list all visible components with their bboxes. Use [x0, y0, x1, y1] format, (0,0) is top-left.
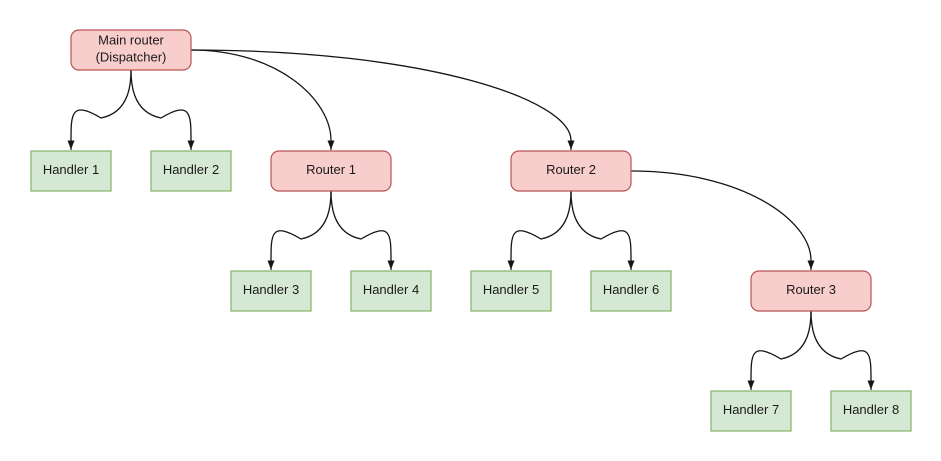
handler-3-shape[interactable]: [230, 270, 312, 312]
node-handler-8[interactable]: Handler 8: [830, 390, 912, 432]
edge-main-to-handler-2: [130, 69, 195, 151]
node-router-1[interactable]: Router 1: [270, 150, 392, 192]
edge-main-to-handler-1-arrowhead: [67, 140, 75, 150]
edge-router-2-to-handler-6-arrowhead: [627, 260, 635, 270]
node-handler-3[interactable]: Handler 3: [230, 270, 312, 312]
node-handler-1[interactable]: Handler 1: [30, 150, 112, 192]
edge-router-3-to-handler-7-arrowhead: [747, 380, 755, 390]
node-router-2[interactable]: Router 2: [510, 150, 632, 192]
handler-6-shape[interactable]: [590, 270, 672, 312]
edge-router-2-to-handler-5-path: [510, 190, 572, 271]
edge-main-to-router-1-path: [190, 49, 332, 151]
edge-router-1-to-handler-4-arrowhead: [387, 260, 395, 270]
node-layer: Main router(Dispatcher) Handler 1 Handler …: [30, 29, 912, 432]
edge-main-to-handler-2-arrowhead: [187, 140, 195, 150]
edge-main-to-handler-1: [67, 69, 132, 151]
edge-router-1-to-handler-3-arrowhead: [267, 260, 275, 270]
node-handler-5[interactable]: Handler 5: [470, 270, 552, 312]
edge-layer: [67, 49, 875, 391]
edge-router-1-to-handler-4: [330, 190, 395, 271]
edge-router-3-to-handler-8-arrowhead: [867, 380, 875, 390]
router-1-shape[interactable]: [270, 150, 392, 192]
edge-router-1-to-handler-4-path: [330, 190, 392, 271]
edge-router-3-to-handler-8: [810, 310, 875, 391]
handler-2-shape[interactable]: [150, 150, 232, 192]
node-main-router[interactable]: Main router(Dispatcher): [70, 29, 192, 71]
main-router-shape[interactable]: [70, 29, 192, 71]
edge-router-2-to-handler-5: [507, 190, 572, 271]
handler-7-shape[interactable]: [710, 390, 792, 432]
node-router-3[interactable]: Router 3: [750, 270, 872, 312]
edge-main-to-handler-1-path: [70, 69, 132, 151]
edge-main-to-router-1: [190, 49, 335, 151]
edge-router-1-to-handler-3-path: [270, 190, 332, 271]
edge-router-3-to-handler-7: [747, 310, 812, 391]
handler-8-shape[interactable]: [830, 390, 912, 432]
node-handler-2[interactable]: Handler 2: [150, 150, 232, 192]
node-handler-4[interactable]: Handler 4: [350, 270, 432, 312]
handler-5-shape[interactable]: [470, 270, 552, 312]
node-handler-6[interactable]: Handler 6: [590, 270, 672, 312]
edge-main-to-handler-2-path: [130, 69, 192, 151]
edge-router-2-to-router-3-arrowhead: [807, 260, 815, 270]
edge-router-2-to-router-3: [630, 170, 815, 271]
edge-router-3-to-handler-8-path: [810, 310, 872, 391]
edge-router-2-to-handler-6-path: [570, 190, 632, 271]
edge-main-to-router-2-arrowhead: [567, 140, 575, 150]
edge-main-to-router-1-arrowhead: [327, 140, 335, 150]
router-3-shape[interactable]: [750, 270, 872, 312]
edge-router-2-to-handler-5-arrowhead: [507, 260, 515, 270]
edge-main-to-router-2-path: [190, 49, 572, 151]
edge-router-2-to-handler-6: [570, 190, 635, 271]
edge-router-1-to-handler-3: [267, 190, 332, 271]
router-2-shape[interactable]: [510, 150, 632, 192]
node-handler-7[interactable]: Handler 7: [710, 390, 792, 432]
edge-router-2-to-router-3-path: [630, 170, 812, 271]
handler-4-shape[interactable]: [350, 270, 432, 312]
edge-main-to-router-2: [190, 49, 575, 151]
handler-1-shape[interactable]: [30, 150, 112, 192]
edge-router-3-to-handler-7-path: [750, 310, 812, 391]
